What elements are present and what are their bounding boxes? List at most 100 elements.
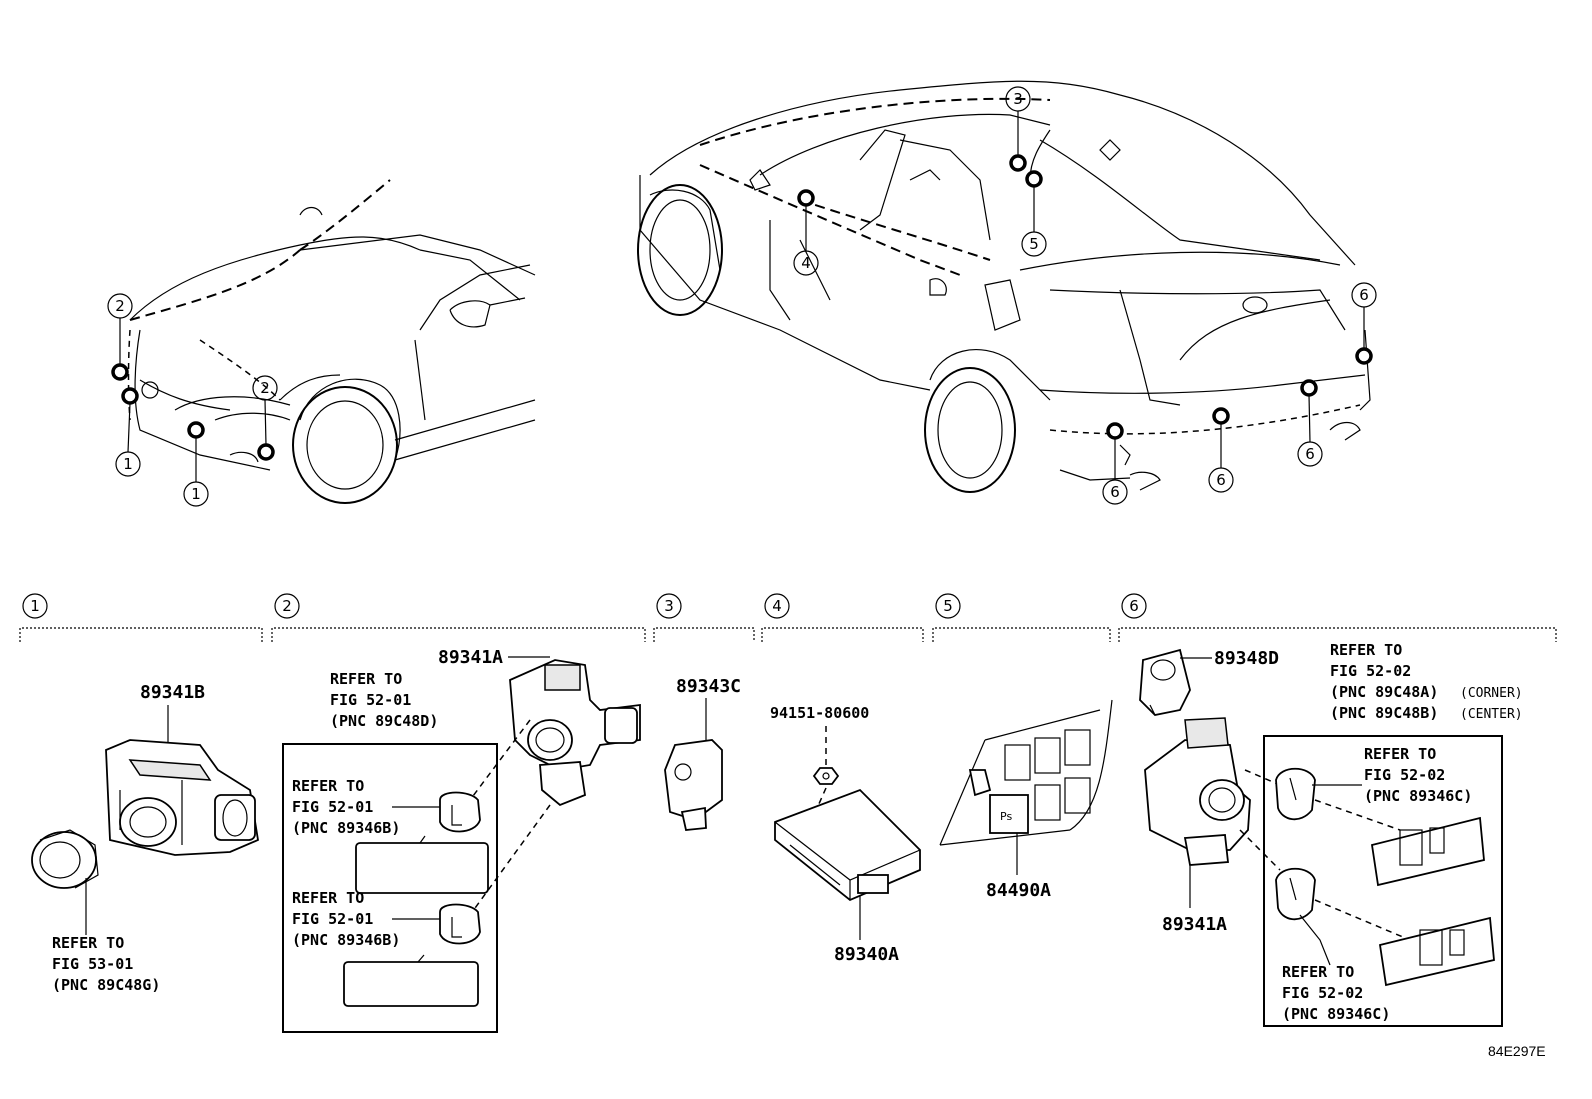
callout-6: 6 bbox=[1351, 282, 1377, 308]
sensor-retainer-part bbox=[1139, 648, 1191, 716]
figure-code: 84E297E bbox=[1488, 1043, 1546, 1059]
svg-text:REFER TO: REFER TO bbox=[1330, 641, 1402, 659]
svg-text:(PNC 89346C): (PNC 89346C) bbox=[1364, 787, 1472, 805]
svg-text:3: 3 bbox=[664, 597, 674, 615]
sensor-marker bbox=[1300, 379, 1318, 397]
callout-bubbles: 2 1 1 2 3 5 4 6 6 6 6 bbox=[107, 86, 1377, 507]
nut-part bbox=[812, 767, 840, 785]
svg-text:3: 3 bbox=[1013, 90, 1023, 108]
svg-text:FIG 52-02: FIG 52-02 bbox=[1364, 766, 1445, 784]
svg-text:(PNC 89346C): (PNC 89346C) bbox=[1282, 1005, 1390, 1023]
svg-text:REFER TO: REFER TO bbox=[1282, 963, 1354, 981]
sensor-marker bbox=[1355, 347, 1373, 365]
svg-text:(CENTER): (CENTER) bbox=[1460, 707, 1523, 722]
svg-text:FIG 52-02: FIG 52-02 bbox=[1282, 984, 1363, 1002]
svg-text:2: 2 bbox=[115, 297, 125, 315]
section-2: REFER TO FIG 52-01 (PNC 89C48D) 89341A R… bbox=[282, 647, 641, 1033]
part-number-89343C: 89343C bbox=[676, 676, 741, 697]
section-6: 89348D 89341A REFER TO FIG 52-02 (PNC 89… bbox=[1139, 641, 1523, 1027]
sensor-marker bbox=[797, 189, 815, 207]
part-number-89341B: 89341B bbox=[140, 682, 205, 703]
reference-box bbox=[1263, 735, 1503, 1027]
section-3: 89343C bbox=[664, 676, 741, 831]
svg-text:6: 6 bbox=[1305, 445, 1315, 463]
part-number-84490A: 84490A bbox=[986, 880, 1051, 901]
reference-box bbox=[282, 743, 498, 1033]
sensor-marker bbox=[121, 387, 139, 405]
front-car-illustration bbox=[127, 179, 536, 504]
front-sensor-markers bbox=[111, 318, 275, 482]
svg-text:REFER TO: REFER TO bbox=[292, 889, 364, 907]
callout-6: 6 bbox=[1102, 479, 1128, 505]
svg-text:6: 6 bbox=[1359, 286, 1369, 304]
svg-text:(PNC 89346B): (PNC 89346B) bbox=[292, 931, 400, 949]
sensor-seal-part bbox=[1275, 767, 1316, 821]
callout-1: 1 bbox=[115, 451, 141, 477]
section-headers: 1 2 3 4 5 6 bbox=[19, 593, 1557, 642]
dashboard-switch-panel: Ps bbox=[939, 699, 1113, 846]
section-1-header: 1 bbox=[19, 593, 263, 642]
svg-text:(PNC 89C48A): (PNC 89C48A) bbox=[1330, 683, 1438, 701]
section-6-header: 6 bbox=[1118, 593, 1557, 642]
svg-text:6: 6 bbox=[1129, 597, 1139, 615]
svg-text:FIG 52-01: FIG 52-01 bbox=[330, 691, 411, 709]
sensor-marker bbox=[187, 421, 205, 439]
svg-text:(PNC 89C48B): (PNC 89C48B) bbox=[1330, 704, 1438, 722]
svg-text:FIG 52-01: FIG 52-01 bbox=[292, 798, 373, 816]
part-number-94151-80600: 94151-80600 bbox=[770, 704, 869, 722]
buzzer-part bbox=[664, 739, 723, 831]
section-5: Ps 84490A bbox=[939, 699, 1113, 901]
parking-sensor-part bbox=[105, 739, 259, 856]
sensor-marker bbox=[1009, 154, 1027, 172]
svg-text:(CORNER): (CORNER) bbox=[1460, 686, 1523, 701]
callout-4: 4 bbox=[793, 250, 819, 276]
svg-text:1: 1 bbox=[30, 597, 40, 615]
svg-text:(PNC 89346B): (PNC 89346B) bbox=[292, 819, 400, 837]
bracket-part bbox=[1378, 916, 1495, 987]
section-1: 89341B REFER TO FIG 53-01 (PNC 89C48G) bbox=[31, 682, 259, 994]
callout-1: 1 bbox=[183, 481, 209, 507]
sensor-marker bbox=[1025, 170, 1043, 188]
parking-sensor-part bbox=[1144, 717, 1251, 866]
part-number-89348D: 89348D bbox=[1214, 648, 1279, 669]
svg-text:REFER TO: REFER TO bbox=[292, 777, 364, 795]
svg-text:6: 6 bbox=[1216, 471, 1226, 489]
bracket-part bbox=[1370, 816, 1485, 887]
svg-text:4: 4 bbox=[772, 597, 782, 615]
callout-2: 2 bbox=[252, 375, 278, 401]
rear-car-illustration bbox=[637, 80, 1371, 493]
callout-3: 3 bbox=[1005, 86, 1031, 112]
parking-sensor-part bbox=[509, 659, 641, 807]
sensor-seal-part bbox=[1275, 867, 1316, 921]
sensor-marker bbox=[111, 363, 129, 381]
svg-text:5: 5 bbox=[943, 597, 953, 615]
section-2-header: 2 bbox=[271, 593, 646, 642]
svg-text:1: 1 bbox=[191, 485, 201, 503]
double-sided-tape-part bbox=[343, 961, 479, 1007]
callout-5: 5 bbox=[1021, 231, 1047, 257]
svg-text:(PNC 89C48G): (PNC 89C48G) bbox=[52, 976, 160, 994]
part-number-89341A: 89341A bbox=[438, 647, 503, 668]
section-5-header: 5 bbox=[932, 593, 1111, 642]
sensor-marker bbox=[257, 443, 275, 461]
section-4-header: 4 bbox=[761, 593, 924, 642]
part-number-89340A: 89340A bbox=[834, 944, 899, 965]
svg-text:1: 1 bbox=[123, 455, 133, 473]
svg-text:REFER TO: REFER TO bbox=[1364, 745, 1436, 763]
part-number-89341A: 89341A bbox=[1162, 914, 1227, 935]
sensor-seal-part bbox=[439, 791, 481, 833]
section-3-header: 3 bbox=[653, 593, 755, 642]
svg-text:2: 2 bbox=[260, 379, 270, 397]
svg-text:2: 2 bbox=[282, 597, 292, 615]
callout-6: 6 bbox=[1208, 467, 1234, 493]
sensor-marker bbox=[1106, 422, 1124, 440]
sensor-retainer-part bbox=[31, 829, 99, 889]
svg-text:6: 6 bbox=[1110, 483, 1120, 501]
svg-text:FIG 52-01: FIG 52-01 bbox=[292, 910, 373, 928]
double-sided-tape-part bbox=[355, 842, 489, 894]
sensor-seal-part bbox=[439, 903, 481, 945]
svg-text:5: 5 bbox=[1029, 235, 1039, 253]
svg-text:REFER TO: REFER TO bbox=[330, 670, 402, 688]
callout-2: 2 bbox=[107, 293, 133, 319]
